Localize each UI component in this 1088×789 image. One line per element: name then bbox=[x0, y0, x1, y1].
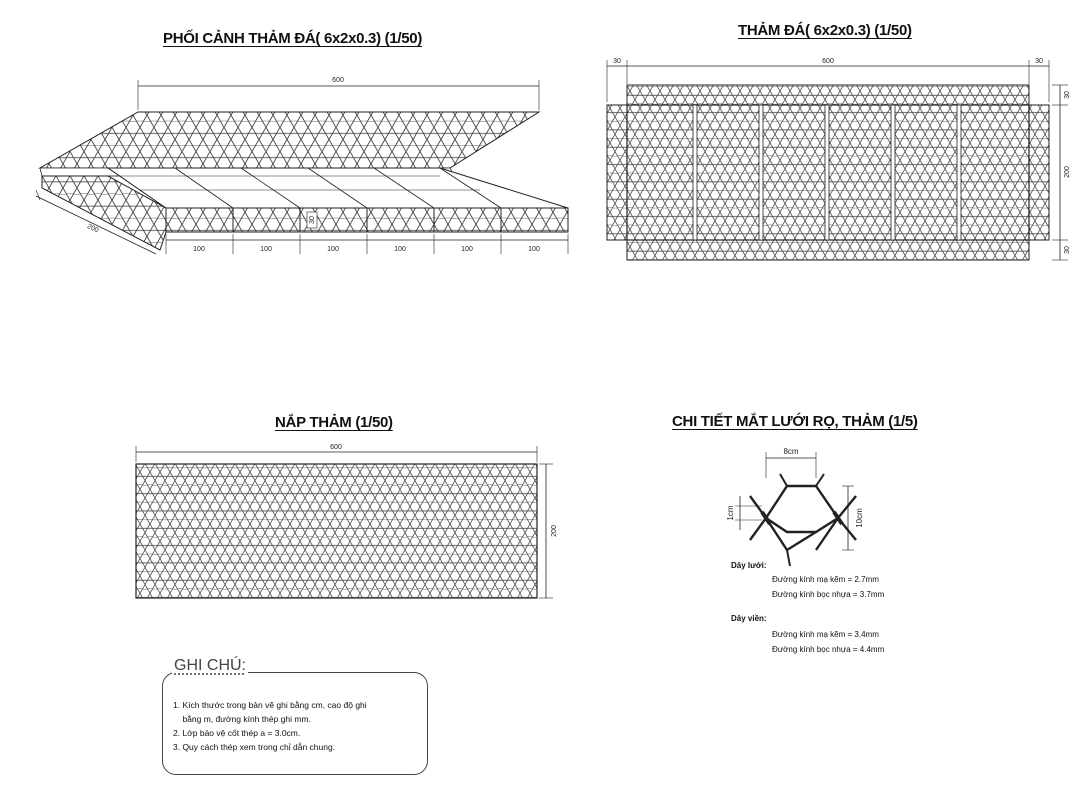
mesh-wire-label: Dây lưới: bbox=[731, 561, 767, 570]
plan-title: THẢM ĐÁ( 6x2x0.3) (1/50) bbox=[738, 22, 912, 39]
perspective-dim-height: 30 bbox=[309, 216, 316, 224]
lid-title: NẮP THẢM (1/50) bbox=[275, 414, 393, 431]
lid-panel bbox=[135, 463, 538, 599]
notes-box bbox=[162, 672, 428, 775]
perspective-dim-width: 200 bbox=[86, 223, 100, 234]
note-line-3: 2. Lớp bảo vệ cốt thép a = 3.0cm. bbox=[173, 728, 301, 738]
edge-wire-pvc: Đường kính bọc nhựa = 4.4mm bbox=[772, 645, 885, 654]
perspective-view: 600 200 30 100 100 100 100 100 100 bbox=[35, 77, 569, 255]
plan-dim-top-right: 30 bbox=[1035, 58, 1043, 65]
notes-list: 1. Kích thước trong bản vẽ ghi bằng cm, … bbox=[173, 698, 423, 754]
note-line-2: bằng m, đường kính thép ghi mm. bbox=[173, 714, 311, 724]
mesh-dim-height: 10cm bbox=[855, 508, 864, 528]
mesh-dim-width: 8cm bbox=[783, 447, 798, 456]
plan-dim-top-left: 30 bbox=[613, 58, 621, 65]
perspective-seg-2: 100 bbox=[260, 246, 272, 253]
edge-wire-zinc: Đường kính mạ kẽm = 3.4mm bbox=[772, 630, 879, 639]
perspective-seg-5: 100 bbox=[461, 246, 473, 253]
perspective-lid bbox=[38, 111, 541, 169]
edge-wire-label: Dây viền: bbox=[731, 614, 767, 623]
plan-dim-right-middle: 200 bbox=[1064, 166, 1071, 178]
note-line-4: 3. Quy cách thép xem trong chỉ dẫn chung… bbox=[173, 742, 336, 752]
plan-dim-top-middle: 600 bbox=[822, 58, 834, 65]
notes-title: GHI CHÚ: bbox=[172, 657, 248, 675]
mesh-detail-title: CHI TIẾT MẮT LƯỚI RỌ, THẢM (1/5) bbox=[672, 413, 918, 430]
perspective-seg-1: 100 bbox=[193, 246, 205, 253]
plan-dim-right-bottom: 30 bbox=[1064, 246, 1071, 254]
lid-view: 600 200 bbox=[135, 444, 558, 599]
lid-dim-width: 200 bbox=[551, 525, 558, 537]
plan-dim-right-top: 30 bbox=[1064, 91, 1071, 99]
mesh-wire-zinc: Đường kính mạ kẽm = 2.7mm bbox=[772, 575, 879, 584]
plan-view: 30 600 30 30 200 30 bbox=[606, 58, 1071, 261]
note-line-1: 1. Kích thước trong bản vẽ ghi bằng cm, … bbox=[173, 700, 367, 710]
mesh-dim-wire: 1cm bbox=[726, 505, 735, 520]
perspective-seg-3: 100 bbox=[327, 246, 339, 253]
perspective-dim-length: 600 bbox=[332, 77, 344, 84]
mesh-wire-pvc: Đường kính bọc nhựa = 3.7mm bbox=[772, 590, 885, 599]
perspective-seg-6: 100 bbox=[528, 246, 540, 253]
perspective-title: PHỐI CẢNH THẢM ĐÁ( 6x2x0.3) (1/50) bbox=[163, 30, 423, 47]
perspective-seg-4: 100 bbox=[394, 246, 406, 253]
lid-dim-length: 600 bbox=[330, 444, 342, 451]
mesh-detail bbox=[735, 452, 857, 567]
